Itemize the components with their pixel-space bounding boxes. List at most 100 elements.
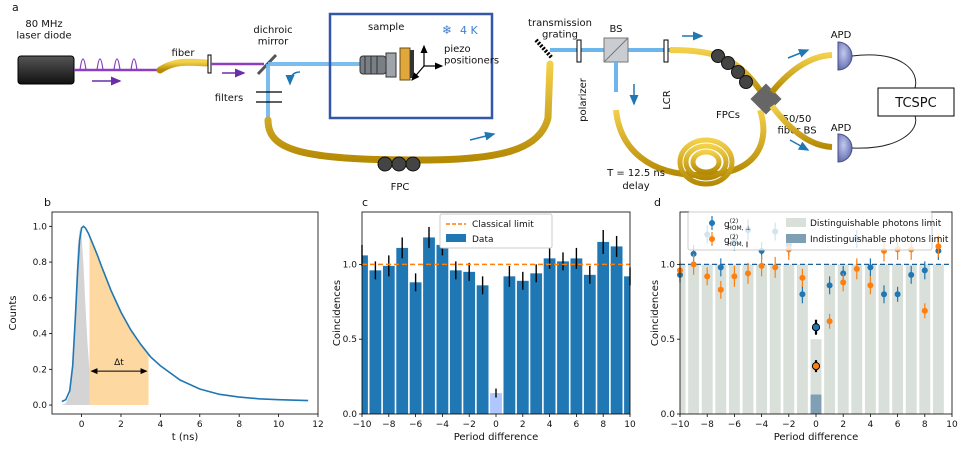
d-series-1-point (758, 262, 765, 269)
d-legend-indist: Indistinguishable photons limit (810, 235, 949, 245)
irf-area (52, 229, 112, 406)
b-frame (51, 211, 319, 415)
filters-label: filters (215, 93, 243, 104)
c-bar (423, 237, 435, 414)
d-distinguishable-bar (932, 264, 944, 414)
d-distinguishable-bar (728, 264, 740, 414)
c-x-tick-label: 2 (520, 420, 526, 430)
d-series-1-point (867, 282, 874, 289)
c-bar (516, 280, 529, 414)
d-series-0-point (921, 267, 928, 274)
fpcs-label: FPCs (716, 110, 740, 121)
dichroic-label-line-0: dichroic (253, 25, 292, 36)
b-x-tick-label: 8 (236, 420, 242, 430)
b-x-tick-label: 2 (118, 420, 124, 430)
d-series-1-point (811, 362, 821, 371)
d-series-0-point (717, 264, 724, 271)
c-y-tick-label: 0.0 (343, 410, 358, 420)
delay-coil-3 (690, 149, 722, 175)
panel-label-c: c (362, 196, 368, 209)
delay-coil-2 (683, 143, 729, 181)
d-series-1-point (745, 270, 751, 277)
d-series-1-point (840, 279, 847, 286)
laser-label-line-1: laser diode (16, 31, 71, 42)
d-distinguishable-bar (769, 264, 781, 414)
temperature-label: 4 K (460, 24, 478, 37)
b-x-axis-label: t (ns) (172, 432, 199, 443)
d-series-1-point (690, 261, 697, 268)
fpcs-paddles (711, 49, 753, 89)
cable-bottom (851, 115, 917, 149)
d-series-1-point (772, 264, 779, 271)
fiber-bs-label-line-0: 50/50 (783, 114, 812, 125)
b-y-tick-label: 0.2 (33, 365, 47, 375)
c-bar (570, 258, 583, 414)
integration-window (89, 235, 149, 406)
d-series-1-point (731, 273, 738, 280)
c-bar (362, 255, 368, 414)
c-bar (530, 273, 543, 414)
tcspc-label: TCSPC (894, 96, 936, 111)
lcr-label: LCR (662, 90, 673, 110)
d-legend-dist: Distinguishable photons limit (810, 219, 942, 229)
cryostat-box (328, 12, 494, 120)
d-distinguishable-bar (864, 264, 876, 414)
c-x-tick-label: 0 (493, 420, 499, 430)
c-x-tick-label: 8 (600, 420, 606, 430)
d-legend-perp-sub: HOM, ⊥ (727, 225, 750, 232)
c-x-tick-label: −4 (436, 420, 450, 430)
grating-label-line-1: grating (542, 30, 578, 41)
d-series-0-point (894, 291, 901, 298)
panel-label-a: a (12, 1, 19, 14)
d-y-tick-label: 0.0 (661, 410, 676, 420)
c-y-tick-label: 0.5 (343, 335, 357, 345)
d-distinguishable-bar (919, 264, 931, 414)
c-x-tick-label: −8 (382, 420, 396, 430)
d-distinguishable-bar (837, 264, 849, 414)
bs-label: BS (609, 24, 622, 35)
c-x-axis-label: Period difference (454, 432, 539, 443)
d-distinguishable-bar (824, 264, 836, 414)
delay-time-label: T = 12.5 ns (606, 168, 665, 179)
d-y-tick-label: 0.5 (661, 335, 675, 345)
sample-label: sample (368, 22, 404, 33)
d-legend-perp-main: g (724, 220, 730, 230)
output-arrow-bottom (789, 139, 810, 151)
c-bar (382, 265, 395, 414)
b-y-tick-label: 0.4 (33, 330, 48, 340)
c-x-tick-label: 10 (624, 420, 636, 430)
laser-pulses (79, 58, 138, 71)
c-y-axis-label: Coincidences (332, 280, 343, 346)
c-x-tick-label: −6 (409, 420, 423, 430)
d-distinguishable-bar (810, 339, 822, 414)
d-distinguishable-bar (878, 264, 890, 414)
fpc-label: FPC (391, 182, 410, 193)
d-y-axis-label: Coincidences (650, 280, 661, 346)
d-x-tick-label: 8 (922, 420, 928, 430)
b-y-tick-label: 0.0 (33, 401, 48, 411)
b-y-tick-label: 1.0 (33, 222, 48, 232)
d-x-axis-label: Period difference (774, 432, 859, 443)
laser-label-line-0: 80 MHz (25, 19, 62, 30)
c-bar (624, 276, 630, 414)
output-arm-bottom (769, 104, 833, 150)
d-series-1-point (717, 286, 724, 293)
sample-mount (410, 50, 414, 78)
delta-t-label: Δt (114, 358, 124, 368)
beamsplitter-cube (603, 37, 629, 63)
c-bar (436, 244, 449, 414)
d-x-tick-label: −6 (728, 420, 742, 430)
d-series-0-point (826, 282, 833, 289)
c-x-tick-label: 6 (574, 420, 580, 430)
c-legend-data: Data (472, 235, 494, 245)
sample-chip (399, 47, 411, 81)
b-x-tick-label: 0 (79, 420, 85, 430)
tcspc-box (877, 87, 955, 117)
objective-lens (359, 52, 397, 78)
c-bar (557, 261, 569, 414)
d-distinguishable-bar (688, 264, 700, 414)
